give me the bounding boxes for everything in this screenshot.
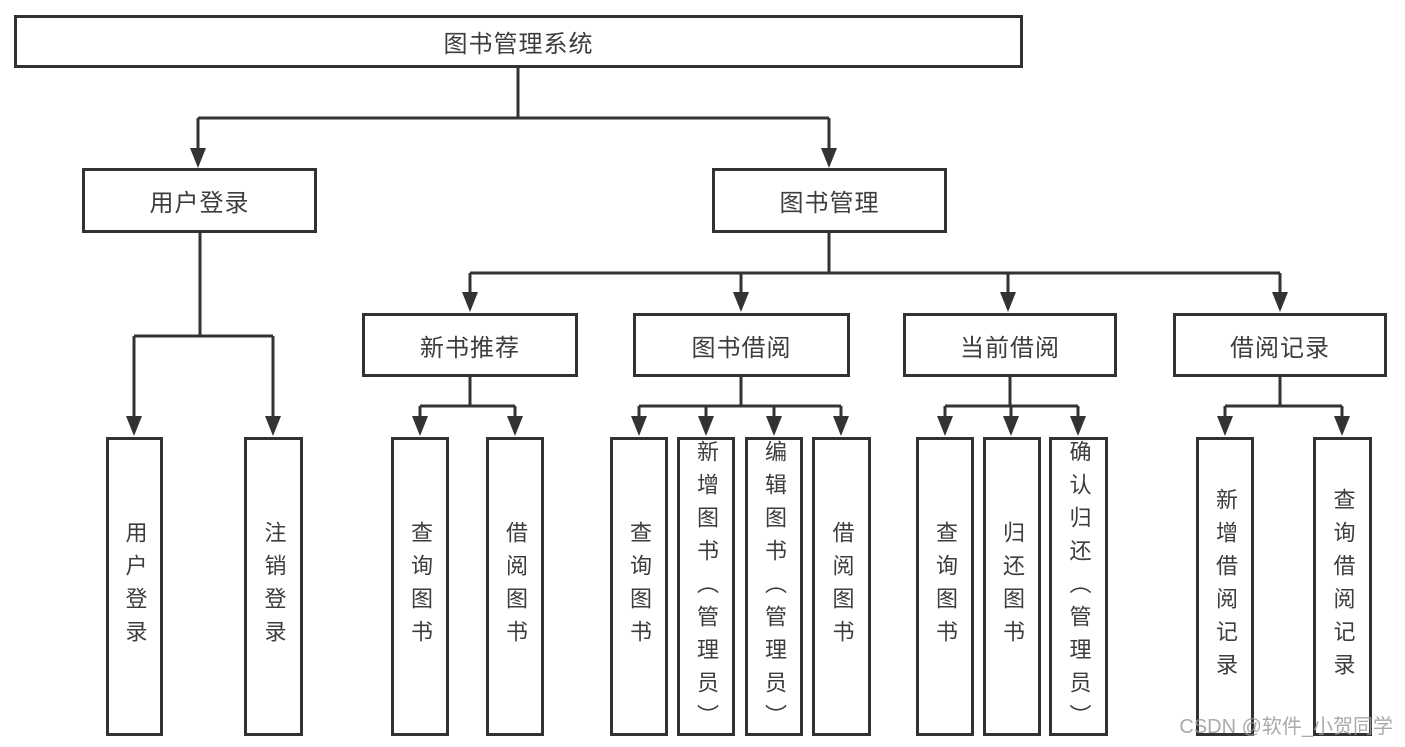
node-book-borrow: 图书借阅 — [633, 313, 850, 377]
leaf-cb-confirm-return-admin: 确认归还（管理员） — [1049, 437, 1108, 737]
node-root: 图书管理系统 — [14, 15, 1023, 68]
leaf-bb-edit-books-admin-label: 编辑图书（管理员） — [762, 440, 787, 737]
leaf-nb-borrow-books: 借阅图书 — [486, 437, 544, 736]
leaf-cb-query-books: 查询图书 — [916, 437, 974, 736]
leaf-bb-borrow-books-label: 借阅图书 — [829, 520, 855, 653]
leaf-cb-confirm-return-admin-label: 确认归还（管理员） — [1066, 440, 1092, 737]
leaf-br-query-borrow-record-label: 查询借阅记录 — [1330, 487, 1356, 686]
node-user-login: 用户登录 — [82, 168, 317, 233]
leaf-bb-query-books-label: 查询图书 — [627, 520, 652, 653]
leaf-bb-add-books-admin: 新增图书（管理员） — [677, 437, 735, 737]
leaf-bb-borrow-books: 借阅图书 — [812, 437, 871, 736]
leaf-bb-edit-books-admin: 编辑图书（管理员） — [745, 437, 803, 737]
node-borrow-records-label: 借阅记录 — [1230, 334, 1330, 362]
node-root-label: 图书管理系统 — [443, 31, 594, 58]
node-new-book-recommend: 新书推荐 — [362, 313, 578, 377]
leaf-nb-query-books-label: 查询图书 — [408, 520, 433, 653]
leaf-br-query-borrow-record: 查询借阅记录 — [1313, 437, 1372, 736]
node-borrow-records: 借阅记录 — [1173, 313, 1387, 377]
leaf-br-add-borrow-record-label: 新增借阅记录 — [1213, 487, 1238, 686]
leaf-logout-label: 注销登录 — [261, 520, 287, 653]
leaf-nb-query-books: 查询图书 — [391, 437, 449, 736]
leaf-bb-add-books-admin-label: 新增图书（管理员） — [694, 440, 719, 737]
leaf-cb-return-books-label: 归还图书 — [1000, 520, 1025, 653]
leaf-cb-query-books-label: 查询图书 — [933, 520, 958, 653]
node-current-borrow: 当前借阅 — [903, 313, 1117, 377]
leaf-logout: 注销登录 — [244, 437, 303, 736]
csdn-watermark: CSDN @软件_小贺同学 — [1179, 716, 1393, 738]
node-user-login-label: 用户登录 — [149, 190, 250, 217]
leaf-user-login-label: 用户登录 — [122, 520, 148, 653]
node-book-borrow-label: 图书借阅 — [691, 334, 792, 362]
node-book-management: 图书管理 — [712, 168, 947, 233]
node-current-borrow-label: 当前借阅 — [960, 334, 1060, 362]
leaf-bb-query-books: 查询图书 — [610, 437, 668, 736]
leaf-br-add-borrow-record: 新增借阅记录 — [1196, 437, 1254, 736]
leaf-user-login: 用户登录 — [106, 437, 163, 736]
node-book-management-label: 图书管理 — [779, 190, 880, 217]
node-new-book-recommend-label: 新书推荐 — [420, 334, 520, 362]
leaf-cb-return-books: 归还图书 — [983, 437, 1041, 736]
leaf-nb-borrow-books-label: 借阅图书 — [503, 520, 528, 653]
